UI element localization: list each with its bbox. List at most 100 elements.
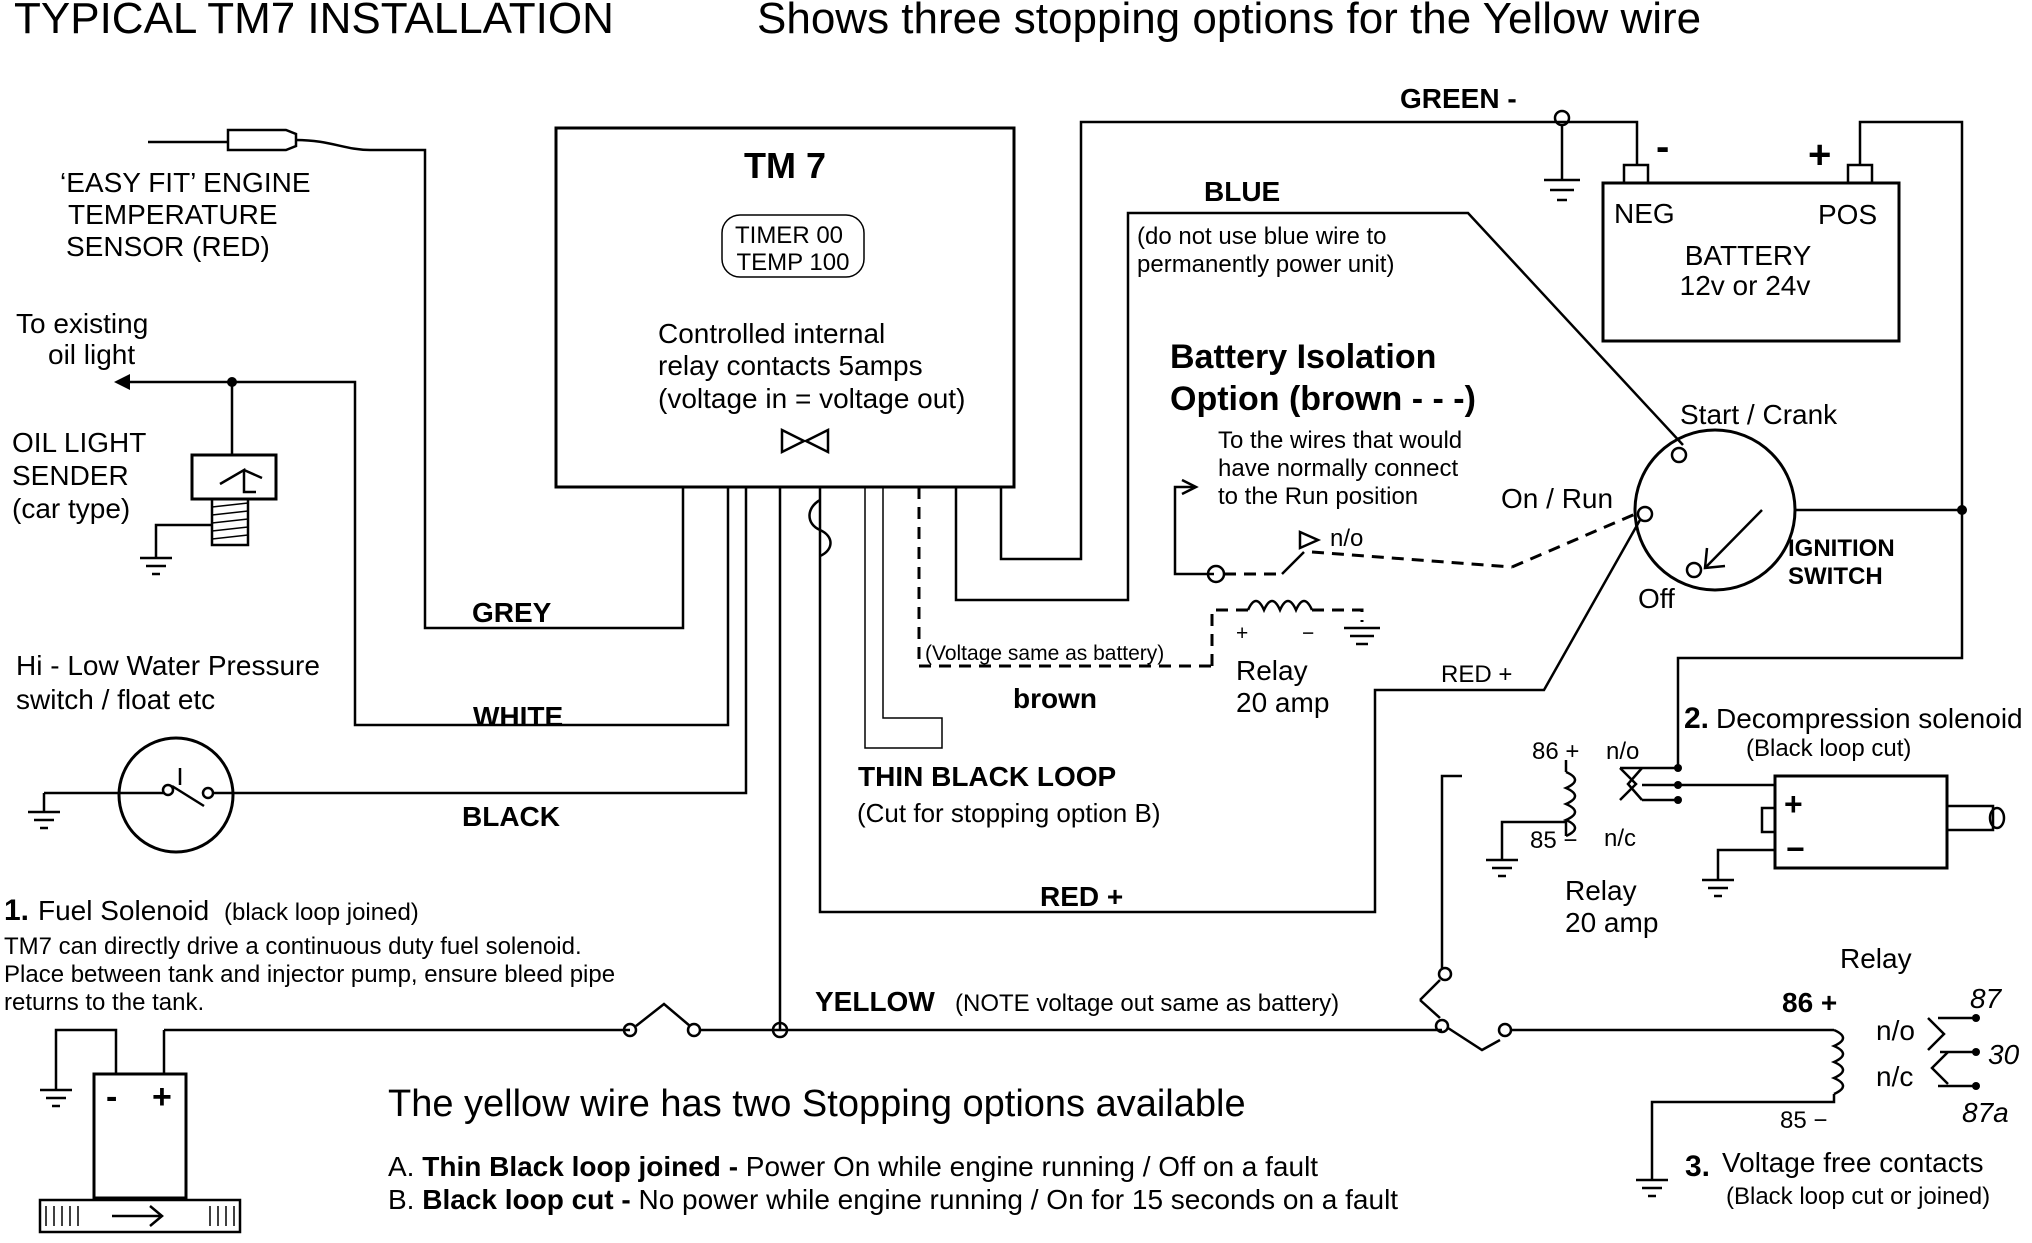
oil-light-label-line2: oil light xyxy=(48,339,135,370)
relay3-pin85: 85 − xyxy=(1780,1107,1827,1134)
ignition-switch-icon xyxy=(1633,428,1962,592)
thin-black-loop-label: THIN BLACK LOOP xyxy=(858,761,1116,792)
blue-wire-note-line2: permanently power unit) xyxy=(1137,251,1394,278)
oil-light-label-line1: To existing xyxy=(16,308,148,339)
decompression-relay xyxy=(1486,742,1775,878)
water-switch-label-line2: switch / float etc xyxy=(16,684,215,715)
relay3-title: Relay xyxy=(1840,943,1912,974)
battery-pos-label: POS xyxy=(1818,199,1877,230)
relay3-icon xyxy=(1636,1014,1980,1198)
ignition-switch-label-line1: IGNITION xyxy=(1788,535,1895,562)
tm7-display xyxy=(721,214,865,278)
battery-box xyxy=(1601,181,1901,343)
tm7-unit-box xyxy=(554,126,1016,489)
option-a-prefix: A. xyxy=(388,1151,422,1182)
diagram-subtitle: Shows three stopping options for the Yel… xyxy=(757,0,1701,43)
decompression-pin86: 86 + xyxy=(1532,738,1579,765)
tm7-relay-contacts-symbol xyxy=(780,427,830,455)
temp-sensor-label-line3: SENSOR (RED) xyxy=(66,231,270,262)
fuel-number: 1. xyxy=(4,894,29,927)
temperature-sensor-icon xyxy=(148,128,685,630)
ignition-run-label: On / Run xyxy=(1501,483,1613,514)
green-wire xyxy=(999,120,1639,561)
option-b: B. Black loop cut - No power while engin… xyxy=(388,1184,1398,1215)
isolation-note-line1: To the wires that would xyxy=(1218,427,1462,454)
red-plus-label-1: RED + xyxy=(1441,661,1512,688)
yellow-wire-note: (NOTE voltage out same as battery) xyxy=(955,990,1339,1017)
water-pressure-switch-icon xyxy=(28,736,235,854)
white-wire-label: WHITE xyxy=(473,701,563,732)
relay3-pin87: 87 xyxy=(1970,983,2003,1014)
isolation-note-line3: to the Run position xyxy=(1218,483,1418,510)
relay3-label: Voltage free contacts xyxy=(1722,1147,1984,1178)
water-switch-label-line1: Hi - Low Water Pressure xyxy=(16,650,320,681)
fuel-solenoid-minus: - xyxy=(106,1078,117,1116)
battery-neg-sign: - xyxy=(1656,125,1669,169)
tm7-display-line1: TIMER 00 xyxy=(735,222,843,249)
black-wire-label: BLACK xyxy=(462,801,560,832)
option-b-prefix: B. xyxy=(388,1184,422,1215)
options-heading: The yellow wire has two Stopping options… xyxy=(388,1083,1246,1125)
battery-pos-terminal xyxy=(1846,163,1874,185)
isolation-relay-label-line1: Relay xyxy=(1236,655,1308,686)
ignition-switch-label-line2: SWITCH xyxy=(1788,563,1883,590)
decompression-solenoid-minus: − xyxy=(1786,831,1805,867)
fuel-desc-line1: TM7 can directly drive a continuous duty… xyxy=(4,933,582,960)
decompression-nc: n/c xyxy=(1604,825,1636,852)
diagram-title: TYPICAL TM7 INSTALLATION xyxy=(14,0,614,43)
battery-voltage: 12v or 24v xyxy=(1680,270,1811,301)
option-b-bold: Black loop cut - xyxy=(422,1184,630,1215)
decompression-number: 2. xyxy=(1684,702,1709,735)
decompression-pin85: 85 − xyxy=(1530,827,1577,854)
ignition-start-label: Start / Crank xyxy=(1680,399,1838,430)
blue-wire xyxy=(954,211,1684,602)
yellow-wire-label: YELLOW xyxy=(815,986,935,1017)
option-a-text: Power On while engine running / Off on a… xyxy=(738,1151,1318,1182)
brown-voltage-note: (Voltage same as battery) xyxy=(925,642,1164,665)
fuel-desc-line3: returns to the tank. xyxy=(4,989,204,1016)
grey-wire-label: GREY xyxy=(472,597,552,628)
red-wire-fuse-icon xyxy=(808,498,832,558)
isolation-coil-plus: + xyxy=(1236,622,1248,645)
tm7-desc-line2: relay contacts 5amps xyxy=(658,350,923,381)
ignition-off-label: Off xyxy=(1638,583,1675,614)
fuel-title-note: (black loop joined) xyxy=(224,899,419,926)
decompression-no: n/o xyxy=(1606,738,1639,765)
relay3-pin86: 86 + xyxy=(1782,987,1837,1018)
battery-neg-label: NEG xyxy=(1614,198,1675,229)
decompression-relay-label-line2: 20 amp xyxy=(1565,907,1658,938)
battery-positive-wire xyxy=(1676,120,1964,742)
option-b-text: No power while engine running / On for 1… xyxy=(631,1184,1399,1215)
isolation-relay-contacts xyxy=(1173,478,1641,584)
tm7-name: TM 7 xyxy=(744,145,826,186)
isolation-coil-minus: − xyxy=(1302,622,1314,645)
decompression-relay-label-line1: Relay xyxy=(1565,875,1637,906)
decompression-title: Decompression solenoid xyxy=(1716,703,2023,734)
tm7-desc-line3: (voltage in = voltage out) xyxy=(658,383,965,414)
isolation-heading-line2: Option (brown - - -) xyxy=(1170,380,1476,418)
yellow-switch-1-icon xyxy=(622,1002,702,1038)
brown-wire-label: brown xyxy=(1013,683,1097,714)
thin-black-loop-note: (Cut for stopping option B) xyxy=(857,798,1161,828)
fuel-desc-line2: Place between tank and injector pump, en… xyxy=(4,961,615,988)
fuel-solenoid-icon xyxy=(38,1028,242,1234)
oil-sender-label-line3: (car type) xyxy=(12,493,130,524)
oil-light-arrow-icon xyxy=(114,374,130,390)
green-wire-label: GREEN - xyxy=(1400,83,1517,114)
yellow-switch-2-icon xyxy=(1419,774,1834,1052)
relay3-no: n/o xyxy=(1876,1015,1915,1046)
isolation-relay-coil xyxy=(919,599,1380,668)
isolation-relay-label-line2: 20 amp xyxy=(1236,687,1329,718)
isolation-no-label: n/o xyxy=(1330,525,1363,552)
relay3-nc: n/c xyxy=(1876,1061,1913,1092)
red-plus-wire xyxy=(818,487,1642,914)
battery-neg-terminal xyxy=(1622,163,1650,185)
temp-sensor-label-line2: TEMPERATURE xyxy=(68,199,278,230)
fuel-solenoid-plus: + xyxy=(152,1078,172,1116)
red-plus-label-2: RED + xyxy=(1040,881,1123,912)
blue-wire-note-line1: (do not use blue wire to xyxy=(1137,223,1386,250)
black-wire xyxy=(212,487,748,795)
oil-light-wire xyxy=(120,380,730,727)
battery-label: BATTERY xyxy=(1685,240,1812,271)
